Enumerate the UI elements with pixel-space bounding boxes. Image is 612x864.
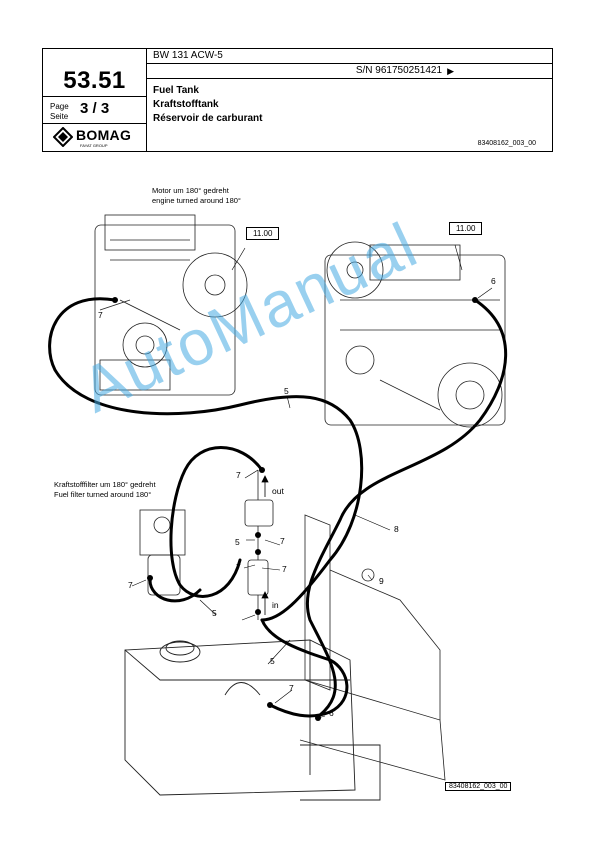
callout-7: 7	[280, 536, 285, 546]
header-rule	[43, 96, 146, 97]
section-code: 53.51	[63, 67, 126, 94]
callout-8: 8	[394, 524, 399, 534]
out-label: out	[272, 486, 284, 496]
callout-7: 7	[236, 562, 241, 572]
figure-reference: 83408162_003_00	[445, 782, 512, 791]
callout-7: 7	[282, 564, 287, 574]
callout-6: 6	[491, 276, 496, 286]
serial-number: S/N 961750251421	[355, 65, 442, 76]
engine-note: Motor um 180° gedreht engine turned arou…	[152, 186, 241, 206]
bomag-logo: BOMAG FAYAT GROUP	[51, 127, 141, 149]
page-label-de: Seite	[50, 112, 69, 121]
engine-note-de: Motor um 180° gedreht	[152, 186, 229, 195]
page-label: Page Seite	[50, 102, 69, 122]
page-header: BW 131 ACW-5 S/N 961750251421 ▶ 53.51 Pa…	[42, 48, 553, 152]
left-fuel-filter	[139, 509, 186, 596]
in-label: in	[272, 600, 279, 610]
callout-9: 9	[379, 576, 384, 586]
callout-5: 5	[284, 386, 289, 396]
filter-note-en: Fuel filter turned around 180°	[54, 490, 152, 499]
header-rule	[43, 123, 146, 124]
callout-5: 5	[212, 608, 217, 618]
fuel-lines	[48, 297, 508, 718]
inline-filter	[244, 470, 274, 620]
header-divider	[146, 49, 147, 151]
fuel-tank	[124, 639, 381, 801]
reference-box-left: 11.00	[246, 227, 280, 240]
callout-7: 7	[98, 310, 103, 320]
model-name: BW 131 ACW-5	[153, 50, 223, 61]
filter-note-de: Kraftstofffilter um 180° gedreht	[54, 480, 156, 489]
title-fr: Réservoir de carburant	[153, 113, 263, 124]
title-de: Kraftstofftank	[153, 99, 219, 110]
header-rule	[146, 63, 552, 64]
callout-5: 5	[235, 537, 240, 547]
callout-6: 6	[329, 708, 334, 718]
callout-7: 7	[236, 470, 241, 480]
callout-7: 7	[128, 580, 133, 590]
page-number: 3 / 3	[80, 100, 110, 117]
callout-7: 7	[289, 683, 294, 693]
leader-lines	[131, 244, 493, 719]
header-rule	[146, 78, 552, 79]
bomag-diamond-icon	[53, 127, 73, 147]
next-arrow-icon: ▶	[447, 66, 454, 76]
mounting-bracket	[299, 514, 446, 781]
filter-note: Kraftstofffilter um 180° gedreht Fuel fi…	[54, 480, 156, 500]
flow-arrows	[261, 475, 269, 615]
logo-subtext: FAYAT GROUP	[80, 143, 108, 148]
hose-clamps	[112, 297, 478, 721]
page-label-en: Page	[50, 102, 69, 111]
logo-text: BOMAG	[76, 127, 132, 143]
title-en: Fuel Tank	[153, 85, 199, 96]
left-engine	[94, 214, 248, 396]
engine-note-en: engine turned around 180°	[152, 196, 241, 205]
drawing-reference: 83408162_003_00	[477, 140, 536, 147]
reference-box-right: 11.00	[449, 222, 483, 235]
callout-5: 5	[270, 656, 275, 666]
